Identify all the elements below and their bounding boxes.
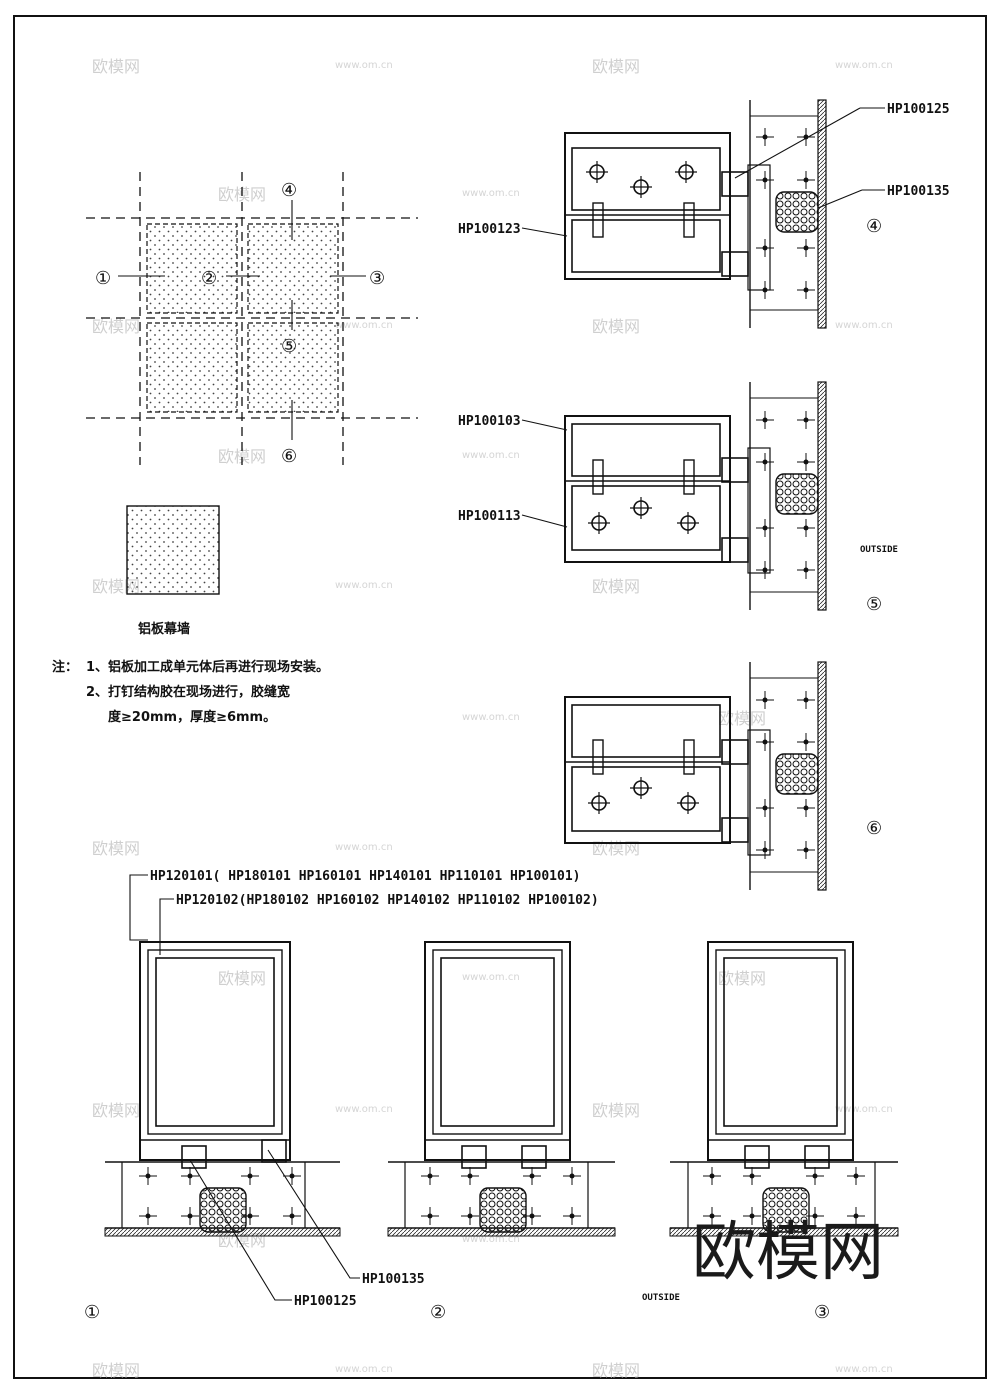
watermark-logo: 欧模网	[92, 1101, 140, 1120]
watermark-url: www.om.cn	[335, 580, 393, 591]
detail-marker-5: ⑤	[866, 594, 882, 615]
watermark-url: www.om.cn	[335, 320, 393, 331]
section-3	[669, 941, 899, 1237]
outside-label: OUTSIDE	[860, 545, 898, 555]
watermark-logo: 欧模网	[218, 447, 266, 466]
watermark-logo: 欧模网	[592, 1101, 640, 1120]
panel	[247, 322, 339, 413]
watermark-url: www.om.cn	[462, 712, 520, 723]
watermark-big-logo: 欧模网	[692, 1216, 884, 1290]
callout-marker-4: ④	[281, 180, 297, 201]
section-marker-3: ③	[814, 1302, 830, 1323]
part-label-hp100135-bottom: HP100135	[362, 1272, 425, 1287]
watermark-url: www.om.cn	[835, 1364, 893, 1375]
notes-prefix: 注：	[52, 659, 78, 675]
section-detail-4: HP100125 HP100135 HP100123 ④	[458, 99, 950, 329]
watermark-url: www.om.cn	[462, 1234, 520, 1245]
watermark-logo: 欧模网	[218, 969, 266, 988]
bottom-sections: HP120101( HP180101 HP160101 HP140101 HP1…	[84, 869, 899, 1323]
section-marker-2: ②	[430, 1302, 446, 1323]
part-label-hp100113: HP100113	[458, 509, 521, 524]
outside-label-bottom: OUTSIDE	[642, 1293, 680, 1303]
watermark-logo: 欧模网	[92, 317, 140, 336]
part-label-hp100135: HP100135	[887, 184, 950, 199]
watermark-url: www.om.cn	[335, 1364, 393, 1375]
part-label-hp120102: HP120102(HP180102 HP160102 HP140102 HP11…	[176, 893, 599, 908]
watermark-logo: 欧模网	[592, 317, 640, 336]
note-line-1: 1、铝板加工成单元体后再进行现场安装。	[86, 659, 329, 675]
callout-marker-2: ②	[201, 268, 217, 289]
note-line-3: 度≥20mm，厚度≥6mm。	[108, 709, 276, 725]
callout-marker-5: ⑤	[281, 336, 297, 357]
watermark-url: www.om.cn	[462, 972, 520, 983]
watermark-logo: 欧模网	[92, 1361, 140, 1380]
notes: 注： 1、铝板加工成单元体后再进行现场安装。 2、打钉结构胶在现场进行，胶缝宽 …	[52, 659, 329, 725]
watermark-logo: 欧模网	[718, 709, 766, 728]
watermark-logo: 欧模网	[592, 57, 640, 76]
sheet-border	[13, 15, 987, 1379]
section-2	[387, 941, 616, 1237]
watermark-url: www.om.cn	[462, 450, 520, 461]
watermark-grid: 欧模网 www.om.cn 欧模网 www.om.cn 欧模网 www.om.c…	[92, 57, 893, 1380]
section-1	[104, 941, 341, 1237]
watermark-logo: 欧模网	[92, 57, 140, 76]
watermark-url: www.om.cn	[335, 60, 393, 71]
watermark-logo: 欧模网	[718, 969, 766, 988]
watermark-logo: 欧模网	[592, 839, 640, 858]
watermark-logo: 欧模网	[592, 577, 640, 596]
note-line-2: 2、打钉结构胶在现场进行，胶缝宽	[86, 684, 290, 700]
detail-marker-6: ⑥	[866, 818, 882, 839]
callout-marker-3: ③	[369, 268, 385, 289]
detail-marker-4: ④	[866, 216, 882, 237]
panel	[247, 223, 339, 314]
section-detail-6: ⑥	[564, 661, 882, 891]
watermark-logo: 欧模网	[592, 1361, 640, 1380]
callout-marker-1: ①	[95, 268, 111, 289]
legend: 铝板幕墙	[126, 505, 220, 637]
part-label-hp100125-bottom: HP100125	[294, 1294, 357, 1309]
watermark-url: www.om.cn	[335, 842, 393, 853]
watermark-url: www.om.cn	[835, 320, 893, 331]
panel	[146, 223, 238, 314]
legend-label: 铝板幕墙	[138, 621, 190, 637]
watermark-logo: 欧模网	[92, 839, 140, 858]
watermark-url: www.om.cn	[335, 1104, 393, 1115]
section-marker-1: ①	[84, 1302, 100, 1323]
section-detail-5: HP100103 HP100113 OUTSIDE ⑤	[458, 381, 898, 615]
legend-swatch	[126, 505, 220, 595]
panel	[146, 322, 238, 413]
part-label-hp120101: HP120101( HP180101 HP160101 HP140101 HP1…	[150, 869, 580, 884]
watermark-url: www.om.cn	[835, 1104, 893, 1115]
elevation-plan: ① ② ③ ④ ⑤ ⑥	[86, 172, 418, 467]
watermark-url: www.om.cn	[835, 60, 893, 71]
watermark-url: www.om.cn	[462, 188, 520, 199]
callout-marker-6: ⑥	[281, 446, 297, 467]
part-label-hp100125: HP100125	[887, 102, 950, 117]
part-label-hp100123: HP100123	[458, 222, 521, 237]
part-label-hp100103: HP100103	[458, 414, 521, 429]
